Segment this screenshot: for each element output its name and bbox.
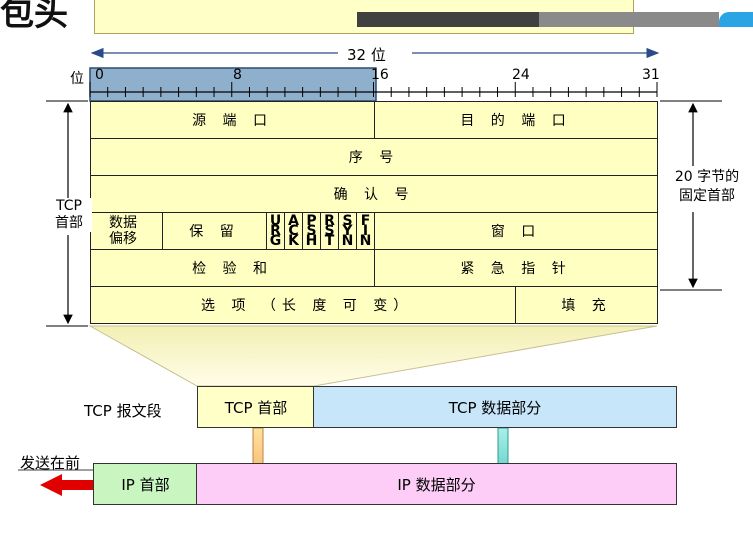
funnel-shape xyxy=(88,325,658,387)
tcp-data-box: TCP 数据部分 xyxy=(313,386,677,428)
field-padding: 填 充 xyxy=(515,286,659,324)
tcp-segment-label: TCP 报文段 xyxy=(84,402,162,420)
field-window: 窗 口 xyxy=(374,212,659,250)
width-label: 32 位 xyxy=(347,46,386,64)
tcp-header-side-label: TCP 首部 xyxy=(46,198,92,232)
page-title: 包头 xyxy=(0,0,68,34)
tcp-header-box: TCP 首部 xyxy=(197,386,315,428)
tick-label-8: 8 xyxy=(233,67,242,83)
fixed-header-side-label: 20 字节的 固定首部 xyxy=(662,168,752,206)
tick-label-0: 0 xyxy=(95,67,104,83)
field-checksum: 检 验 和 xyxy=(89,249,376,287)
field-dst-port: 目 的 端 口 xyxy=(374,101,659,139)
send-first-label: 发送在前 xyxy=(20,454,81,472)
field-options: 选 项 （长 度 可 变） xyxy=(89,286,517,324)
decorative-bar-blue xyxy=(719,12,753,27)
field-urgent-pointer: 紧 急 指 针 xyxy=(374,249,659,287)
tick-label-16: 16 xyxy=(371,67,389,83)
decorative-bar-gray xyxy=(539,12,719,27)
field-ack: 确 认 号 xyxy=(89,175,659,213)
bit-label: 位 xyxy=(70,71,84,87)
decorative-bar-dark xyxy=(357,12,539,27)
tick-label-24: 24 xyxy=(512,67,530,83)
tick-label-31: 31 xyxy=(642,67,660,83)
field-seq: 序 号 xyxy=(89,138,659,176)
ip-data-box: IP 数据部分 xyxy=(196,463,677,505)
field-src-port: 源 端 口 xyxy=(89,101,376,139)
send-arrow-red xyxy=(40,474,93,496)
ip-header-box: IP 首部 xyxy=(93,463,198,505)
field-data-offset: 数据 偏移 xyxy=(90,212,163,250)
field-reserved: 保 留 xyxy=(162,212,267,250)
